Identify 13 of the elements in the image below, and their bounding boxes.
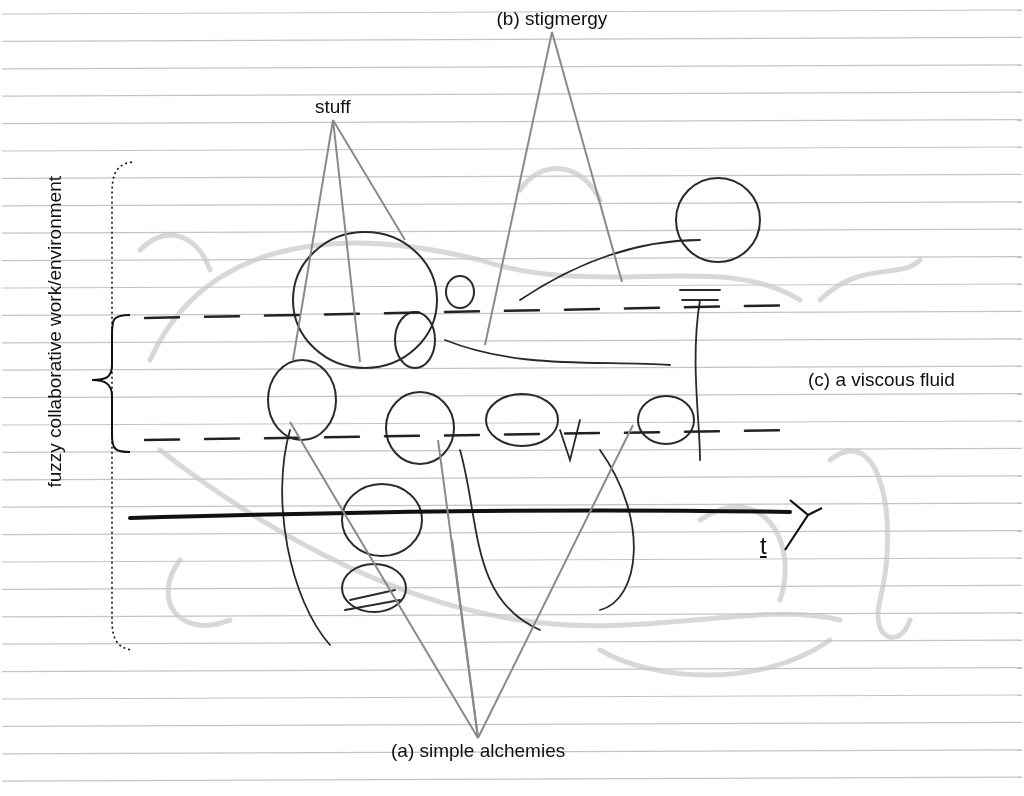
annotation-label: stuff: [315, 96, 351, 118]
leader-line: [289, 421, 479, 739]
leader-line: [551, 31, 623, 283]
leader-line: [332, 119, 361, 363]
annotation-label: (b) stigmergy: [496, 8, 608, 30]
vertical-label: fuzzy collaborative work/environment: [44, 176, 66, 488]
leader-line: [477, 424, 634, 739]
time-label: t: [760, 532, 767, 560]
leader-line: [332, 119, 406, 241]
annotation-label: (c) a viscous fluid: [808, 369, 955, 391]
leader-line: [451, 539, 479, 739]
leader-line: [484, 31, 553, 346]
annotation-label: (a) simple alchemies: [391, 740, 566, 762]
